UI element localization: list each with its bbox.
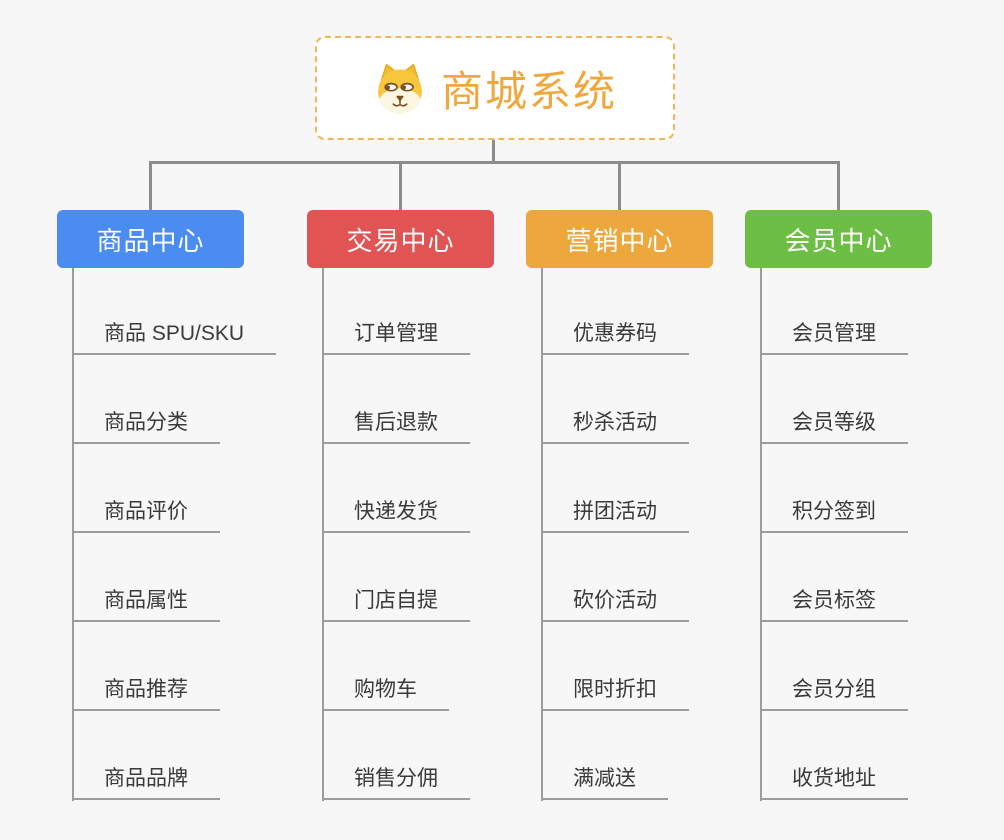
subtopic-shopping-cart[interactable]: 购物车 xyxy=(322,622,449,711)
subtopic-limited-time-discount[interactable]: 限时折扣 xyxy=(541,622,689,711)
subtopic-aftersale-refund[interactable]: 售后退款 xyxy=(322,355,470,444)
subtopic-points-checkin[interactable]: 积分签到 xyxy=(760,444,908,533)
branch-spine-product xyxy=(72,268,74,801)
subtopic-member-groups[interactable]: 会员分组 xyxy=(760,622,908,711)
subtopic-shipping-address[interactable]: 收货地址 xyxy=(760,711,908,800)
subtopic-sales-commission[interactable]: 销售分佣 xyxy=(322,711,470,800)
subtopic-product-review[interactable]: 商品评价 xyxy=(72,444,220,533)
branch-node-product-center[interactable]: 商品中心 xyxy=(57,210,244,268)
connector-horizontal xyxy=(149,161,840,164)
branch-column-trade: 订单管理 售后退款 快递发货 门店自提 购物车 销售分佣 xyxy=(322,266,470,800)
subtopic-express-shipping[interactable]: 快递发货 xyxy=(322,444,470,533)
branch-spine-marketing xyxy=(541,268,543,801)
branch-node-trade-center[interactable]: 交易中心 xyxy=(307,210,494,268)
doge-icon xyxy=(378,63,422,114)
subtopic-store-pickup[interactable]: 门店自提 xyxy=(322,533,470,622)
root-title: 商城系统 xyxy=(440,67,617,115)
connector-drop-member xyxy=(837,161,840,210)
root-node[interactable]: 商城系统 xyxy=(315,36,675,140)
subtopic-flash-sale[interactable]: 秒杀活动 xyxy=(541,355,689,444)
subtopic-coupon-code[interactable]: 优惠券码 xyxy=(541,266,689,355)
subtopic-group-buying[interactable]: 拼团活动 xyxy=(541,444,689,533)
subtopic-member-tags[interactable]: 会员标签 xyxy=(760,533,908,622)
subtopic-product-brand[interactable]: 商品品牌 xyxy=(72,711,220,800)
subtopic-product-spu-sku[interactable]: 商品 SPU/SKU xyxy=(72,266,277,355)
connector-drop-marketing xyxy=(618,161,621,210)
connector-root-vertical xyxy=(492,140,495,164)
branch-column-product: 商品 SPU/SKU 商品分类 商品评价 商品属性 商品推荐 商品品牌 xyxy=(72,266,277,800)
connector-drop-trade xyxy=(399,161,402,210)
subtopic-product-attribute[interactable]: 商品属性 xyxy=(72,533,220,622)
subtopic-order-management[interactable]: 订单管理 xyxy=(322,266,470,355)
branch-column-marketing: 优惠券码 秒杀活动 拼团活动 砍价活动 限时折扣 满减送 xyxy=(541,266,689,800)
subtopic-member-management[interactable]: 会员管理 xyxy=(760,266,908,355)
branch-node-member-center[interactable]: 会员中心 xyxy=(745,210,932,268)
branch-spine-member xyxy=(760,268,762,801)
subtopic-bargain-activity[interactable]: 砍价活动 xyxy=(541,533,689,622)
branch-node-marketing-center[interactable]: 营销中心 xyxy=(526,210,713,268)
branch-spine-trade xyxy=(322,268,324,801)
branch-column-member: 会员管理 会员等级 积分签到 会员标签 会员分组 收货地址 xyxy=(760,266,908,800)
subtopic-product-category[interactable]: 商品分类 xyxy=(72,355,220,444)
subtopic-member-level[interactable]: 会员等级 xyxy=(760,355,908,444)
connector-drop-product xyxy=(149,161,152,210)
subtopic-full-reduction[interactable]: 满减送 xyxy=(541,711,668,800)
subtopic-product-recommend[interactable]: 商品推荐 xyxy=(72,622,220,711)
